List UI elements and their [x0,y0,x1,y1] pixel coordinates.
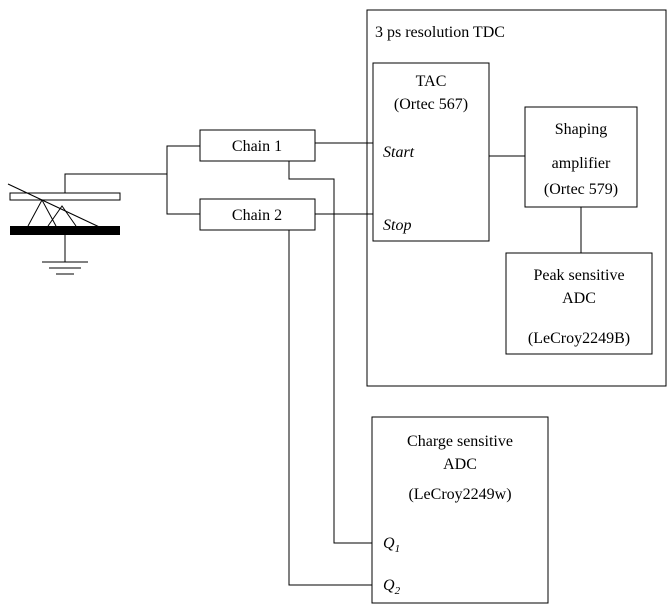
chain-2-label: Chain 2 [232,207,282,224]
wiring [64,142,582,586]
charge-adc-line1: Charge sensitive [407,433,513,450]
chain-2-box [199,198,316,231]
shaping-amplifier-box [524,106,638,208]
peak-adc-line2: ADC [562,290,596,307]
charge-adc-line2: ADC [443,456,477,473]
peak-adc-box [505,252,653,355]
detector-icon [7,183,121,275]
charge-adc-model: (LeCroy2249w) [408,486,511,503]
peak-adc-line1: Peak sensitive [533,267,624,284]
peak-adc-model: (LeCroy2249B) [528,330,630,347]
charge-adc-box [371,416,549,604]
shaping-amplifier-line2: amplifier [552,155,611,172]
tac-title: TAC [416,73,447,90]
tac-model: (Ortec 567) [394,96,468,113]
tac-box [372,62,490,242]
tac-stop-input: Stop [383,217,411,234]
tac-start-input: Start [383,144,415,161]
tdc-title: 3 ps resolution TDC [375,24,505,41]
charge-adc-q2-input: Q2 [383,577,401,597]
chain-1-label: Chain 1 [232,138,282,155]
charge-adc-q1-input: Q1 [383,535,400,555]
shaping-amplifier-model: (Ortec 579) [544,181,618,198]
chain-1-box [199,129,316,162]
shaping-amplifier-line1: Shaping [555,121,607,138]
